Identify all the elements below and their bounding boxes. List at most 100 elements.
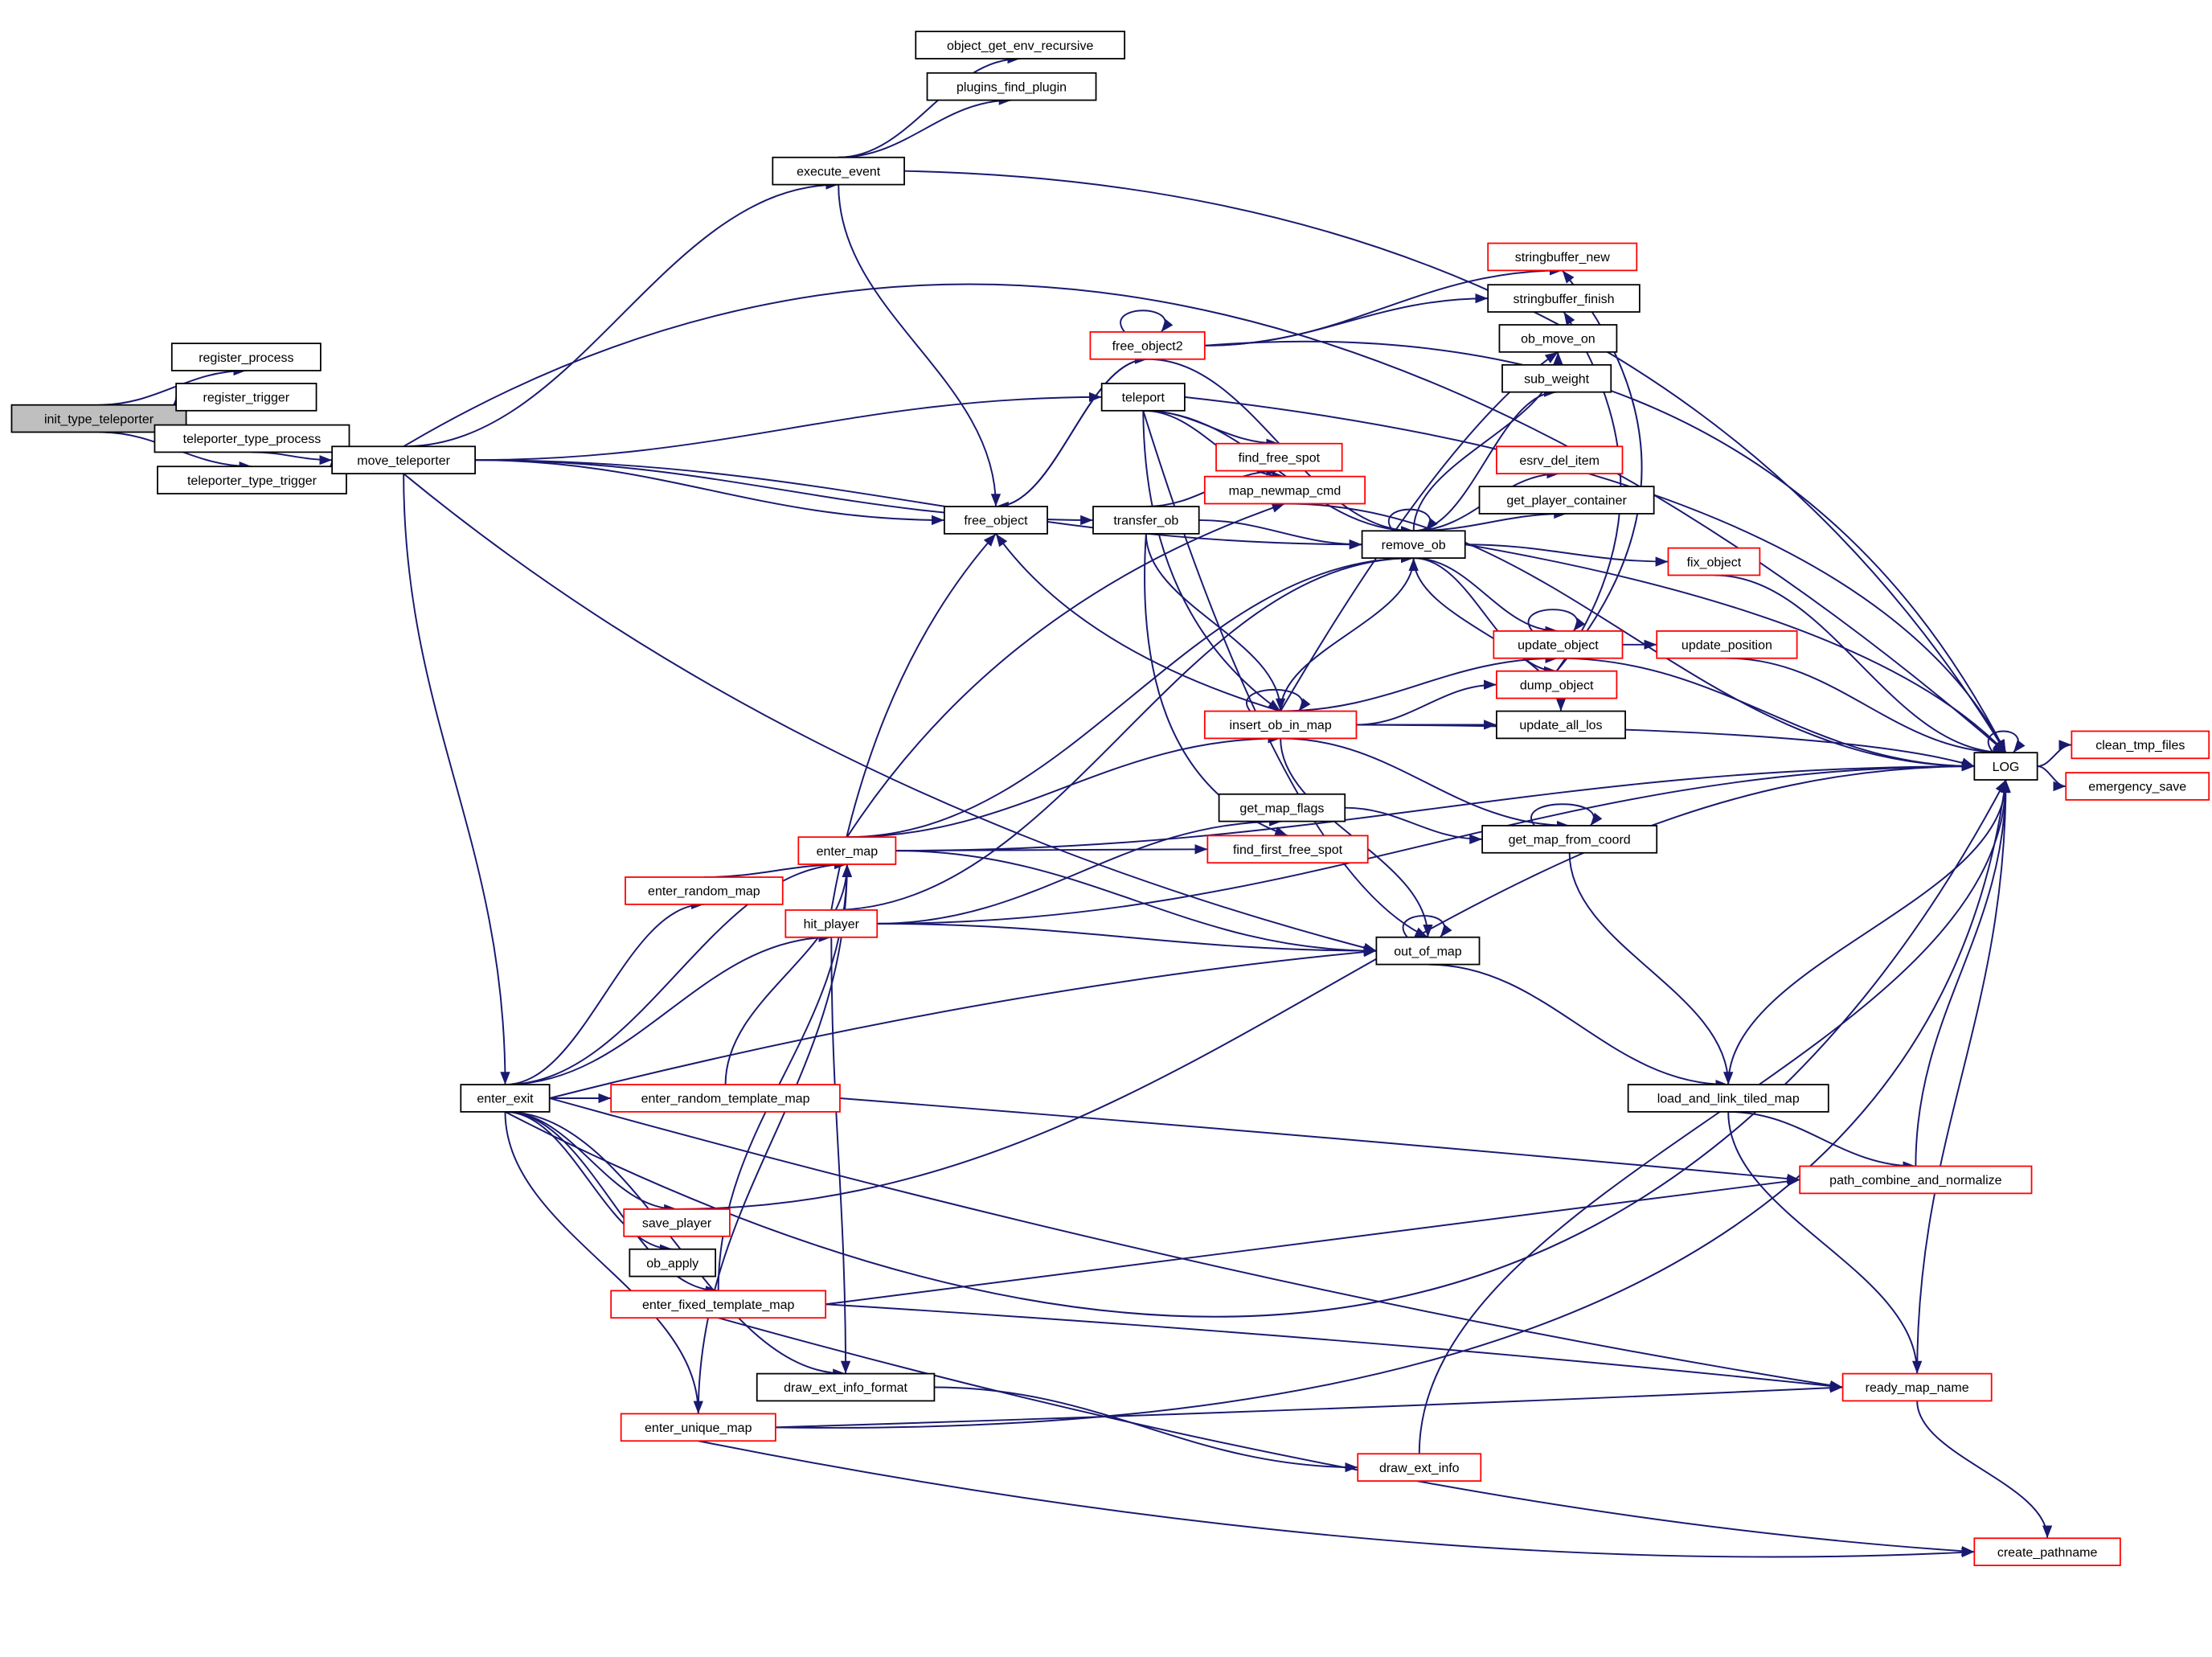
node-update_position[interactable]: update_position — [1656, 630, 1798, 659]
node-box-free_object[interactable] — [943, 506, 1048, 535]
node-enter_unique_map[interactable]: enter_unique_map — [620, 1413, 776, 1442]
node-box-get_map_flags[interactable] — [1218, 793, 1346, 822]
node-box-ob_move_on[interactable] — [1498, 324, 1618, 353]
node-draw_ext_info_format[interactable]: draw_ext_info_format — [756, 1372, 936, 1402]
node-box-draw_ext_info_format[interactable] — [756, 1372, 936, 1402]
node-box-enter_random_map[interactable] — [625, 876, 784, 905]
node-emergency_save[interactable]: emergency_save — [2065, 772, 2210, 801]
node-box-transfer_ob[interactable] — [1092, 506, 1200, 535]
node-find_first_free_spot[interactable]: find_first_free_spot — [1206, 835, 1369, 864]
node-map_newmap_cmd[interactable]: map_newmap_cmd — [1203, 475, 1366, 505]
node-box-path_combine_and_normalize[interactable] — [1799, 1165, 2033, 1195]
node-ready_map_name[interactable]: ready_map_name — [1841, 1372, 1993, 1402]
node-box-update_all_los[interactable] — [1495, 710, 1626, 740]
node-stringbuffer_new[interactable]: stringbuffer_new — [1487, 242, 1638, 272]
node-teleport[interactable]: teleport — [1100, 383, 1186, 412]
node-box-enter_random_template_map[interactable] — [610, 1084, 841, 1113]
node-box-execute_event[interactable] — [772, 156, 905, 186]
node-enter_random_template_map[interactable]: enter_random_template_map — [610, 1084, 841, 1113]
node-free_object[interactable]: free_object — [943, 506, 1048, 535]
node-box-find_first_free_spot[interactable] — [1206, 835, 1369, 864]
node-box-update_object[interactable] — [1493, 630, 1624, 659]
node-box-out_of_map[interactable] — [1375, 936, 1481, 966]
node-fix_object[interactable]: fix_object — [1667, 547, 1761, 576]
node-box-save_player[interactable] — [623, 1208, 731, 1237]
node-free_object2[interactable]: free_object2 — [1089, 331, 1206, 360]
node-clean_tmp_files[interactable]: clean_tmp_files — [2071, 730, 2210, 760]
node-box-sub_weight[interactable] — [1501, 363, 1612, 393]
node-box-ready_map_name[interactable] — [1841, 1372, 1993, 1402]
node-enter_exit[interactable]: enter_exit — [460, 1084, 551, 1113]
node-ob_move_on[interactable]: ob_move_on — [1498, 324, 1618, 353]
node-object_get_env_recursive[interactable]: object_get_env_recursive — [915, 31, 1126, 59]
node-find_free_spot[interactable]: find_free_spot — [1215, 442, 1343, 472]
node-box-enter_fixed_template_map[interactable] — [610, 1290, 827, 1319]
node-box-load_and_link_tiled_map[interactable] — [1627, 1084, 1829, 1113]
node-box-hit_player[interactable] — [784, 909, 879, 938]
node-get_map_flags[interactable]: get_map_flags — [1218, 793, 1346, 822]
node-create_pathname[interactable]: create_pathname — [1973, 1537, 2121, 1566]
node-get_map_from_coord[interactable]: get_map_from_coord — [1481, 825, 1658, 854]
node-box-emergency_save[interactable] — [2065, 772, 2210, 801]
node-enter_random_map[interactable]: enter_random_map — [625, 876, 784, 905]
node-update_all_los[interactable]: update_all_los — [1495, 710, 1626, 740]
node-dump_object[interactable]: dump_object — [1495, 670, 1618, 699]
node-box-map_newmap_cmd[interactable] — [1203, 475, 1366, 505]
node-box-draw_ext_info[interactable] — [1357, 1453, 1482, 1482]
node-box-teleporter_type_trigger[interactable] — [157, 466, 347, 494]
node-transfer_ob[interactable]: transfer_ob — [1092, 506, 1200, 535]
node-draw_ext_info[interactable]: draw_ext_info — [1357, 1453, 1482, 1482]
node-remove_ob[interactable]: remove_ob — [1361, 530, 1466, 560]
node-box-teleport[interactable] — [1100, 383, 1186, 412]
node-save_player[interactable]: save_player — [623, 1208, 731, 1237]
node-init_type_teleporter[interactable]: init_type_teleporter — [10, 404, 187, 433]
node-hit_player[interactable]: hit_player — [784, 909, 879, 938]
node-box-find_free_spot[interactable] — [1215, 442, 1343, 472]
node-insert_ob_in_map[interactable]: insert_ob_in_map — [1203, 710, 1358, 740]
node-out_of_map[interactable]: out_of_map — [1375, 936, 1481, 966]
node-box-stringbuffer_finish[interactable] — [1487, 284, 1641, 313]
node-box-teleporter_type_process[interactable] — [154, 424, 350, 453]
node-box-get_player_container[interactable] — [1478, 486, 1655, 515]
node-box-LOG[interactable] — [1973, 752, 2038, 781]
node-update_object[interactable]: update_object — [1493, 630, 1624, 659]
node-register_process[interactable]: register_process — [170, 342, 322, 371]
node-box-free_object2[interactable] — [1089, 331, 1206, 360]
node-box-dump_object[interactable] — [1495, 670, 1618, 699]
node-stringbuffer_finish[interactable]: stringbuffer_finish — [1487, 284, 1641, 313]
node-box-insert_ob_in_map[interactable] — [1203, 710, 1358, 740]
node-enter_fixed_template_map[interactable]: enter_fixed_template_map — [610, 1290, 827, 1319]
node-box-get_map_from_coord[interactable] — [1481, 825, 1658, 854]
node-move_teleporter[interactable]: move_teleporter — [331, 445, 477, 475]
node-plugins_find_plugin[interactable]: plugins_find_plugin — [926, 72, 1097, 101]
node-box-register_process[interactable] — [170, 342, 322, 371]
node-box-enter_exit[interactable] — [460, 1084, 551, 1113]
node-box-update_position[interactable] — [1656, 630, 1798, 659]
node-box-enter_unique_map[interactable] — [620, 1413, 776, 1442]
node-path_combine_and_normalize[interactable]: path_combine_and_normalize — [1799, 1165, 2033, 1195]
node-register_trigger[interactable]: register_trigger — [175, 383, 317, 412]
node-box-remove_ob[interactable] — [1361, 530, 1466, 560]
node-esrv_del_item[interactable]: esrv_del_item — [1495, 445, 1624, 475]
node-teleporter_type_trigger[interactable]: teleporter_type_trigger — [157, 466, 347, 494]
node-box-plugins_find_plugin[interactable] — [926, 72, 1097, 101]
node-teleporter_type_process[interactable]: teleporter_type_process — [154, 424, 350, 453]
node-box-stringbuffer_new[interactable] — [1487, 242, 1638, 272]
node-execute_event[interactable]: execute_event — [772, 156, 905, 186]
node-sub_weight[interactable]: sub_weight — [1501, 363, 1612, 393]
node-box-fix_object[interactable] — [1667, 547, 1761, 576]
node-LOG[interactable]: LOG — [1973, 752, 2038, 781]
edge-enter_exit-to-draw_ext_info_format — [505, 1110, 846, 1379]
node-ob_apply[interactable]: ob_apply — [629, 1248, 717, 1278]
node-box-clean_tmp_files[interactable] — [2071, 730, 2210, 760]
node-box-register_trigger[interactable] — [175, 383, 317, 412]
node-enter_map[interactable]: enter_map — [797, 836, 897, 865]
node-box-object_get_env_recursive[interactable] — [915, 31, 1126, 59]
node-box-enter_map[interactable] — [797, 836, 897, 865]
node-box-create_pathname[interactable] — [1973, 1537, 2121, 1566]
node-box-esrv_del_item[interactable] — [1495, 445, 1624, 475]
node-box-ob_apply[interactable] — [629, 1248, 717, 1278]
node-box-move_teleporter[interactable] — [331, 445, 477, 475]
node-load_and_link_tiled_map[interactable]: load_and_link_tiled_map — [1627, 1084, 1829, 1113]
node-get_player_container[interactable]: get_player_container — [1478, 486, 1655, 515]
